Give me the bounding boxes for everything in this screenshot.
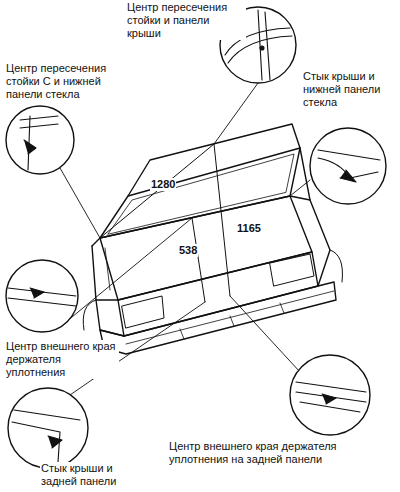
- callout-text: Стык крыши и нижней панели стекла: [302, 70, 396, 109]
- callout-text: Центр внешнего края держателя уплотнения: [5, 340, 119, 379]
- dimension-number: 538: [178, 244, 198, 257]
- car-body: [83, 124, 342, 354]
- callout-text: Центр пересечения стойки С и нижней пане…: [5, 62, 129, 101]
- dimension-number: 1280: [150, 178, 176, 191]
- dimension-number: 1165: [236, 222, 262, 235]
- callout-text: Центр внешнего края держателя уплотнения…: [168, 440, 370, 466]
- callout-text: Стык крыши и задней панели: [40, 462, 142, 488]
- callout-text: Центр пересечения стойки и панели крыши: [126, 1, 246, 40]
